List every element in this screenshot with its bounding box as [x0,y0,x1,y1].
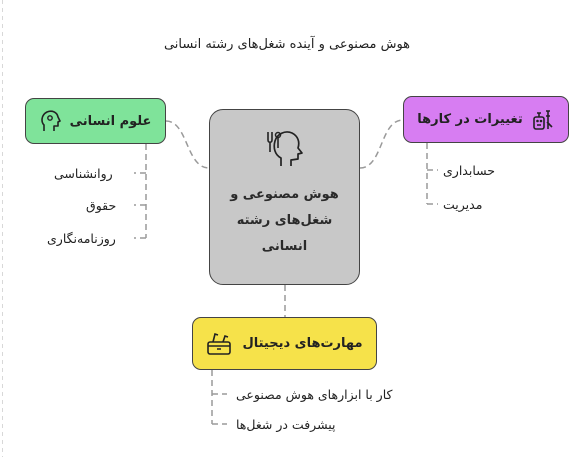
right-item-management: مدیریت [443,197,483,212]
central-node: هوش مصنوعی و شغل‌های رشته انسانی [209,109,360,285]
branch-job-changes-label: تغییرات در کارها [417,112,523,127]
branch-digital-skills-label: مهارت‌های دیجیتال [242,336,363,351]
toolbox-icon [207,332,232,355]
branch-job-changes: تغییرات در کارها [403,96,569,143]
connector-left [165,120,210,169]
left-item-journalism: روزنامه‌نگاری [47,231,116,246]
diagram-title: هوش مصنوعی و آینده شغل‌های رشته انسانی [163,37,411,52]
branch-humanities-label: علوم انسانی [69,113,152,129]
central-node-line-1: هوش مصنوعی و [230,187,339,202]
head-profile-icon [40,110,61,131]
human-head-profile-icon [267,131,303,166]
connector-right [359,119,404,169]
branch-humanities: علوم انسانی [25,98,166,144]
right-item-accounting: حسابداری [443,163,496,178]
branch-digital-skills: مهارت‌های دیجیتال [192,317,377,370]
bottom-item-ai-tools: کار با ابزارهای هوش مصنوعی [236,387,393,402]
central-node-line-2: شغل‌های رشته [236,213,333,228]
page-edge-guide [2,0,3,457]
bottom-item-career-growth: پیشرفت در شغل‌ها [236,417,336,432]
left-item-psychology: روانشناسی [54,166,113,181]
central-node-line-3: انسانی [261,239,308,254]
robot-tools-icon [532,109,553,130]
left-item-law: حقوق [86,198,117,213]
